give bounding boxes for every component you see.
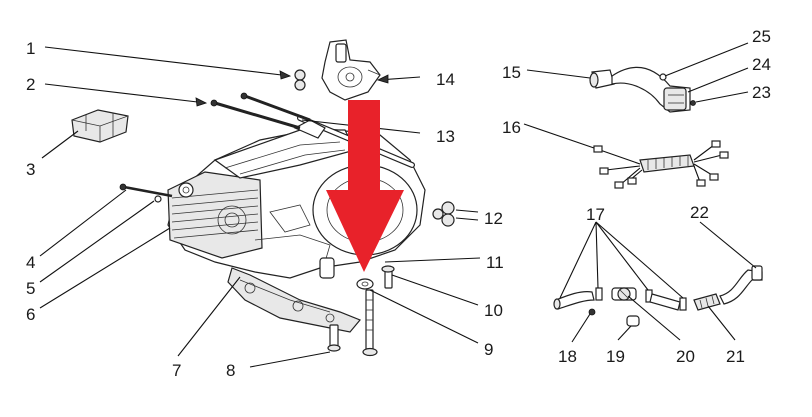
part-1-nuts xyxy=(294,69,306,91)
label-11: 11 xyxy=(486,253,504,272)
part-24-ignition-coil xyxy=(611,66,691,113)
part-number-labels: 1 2 3 4 5 6 7 8 9 10 11 12 13 14 15 16 1… xyxy=(26,27,771,380)
part-7-skid-plate xyxy=(227,267,361,333)
label-14: 14 xyxy=(436,70,455,89)
part-20-fuel-valve xyxy=(611,287,637,301)
label-10: 10 xyxy=(484,301,503,320)
part-21-fuel-filter xyxy=(693,293,721,311)
label-9: 9 xyxy=(484,340,493,359)
part-18-screw xyxy=(588,308,596,316)
part-9-long-bolt xyxy=(362,289,378,357)
label-21: 21 xyxy=(726,347,745,366)
red-down-arrow-icon xyxy=(326,100,404,272)
label-23: 23 xyxy=(752,83,771,102)
label-4: 4 xyxy=(26,253,35,272)
label-13: 13 xyxy=(436,127,455,146)
part-25-mount xyxy=(659,73,667,81)
label-22: 22 xyxy=(690,203,709,222)
label-19: 19 xyxy=(606,347,625,366)
label-18: 18 xyxy=(558,347,577,366)
part-3-rubber-mount xyxy=(71,109,129,143)
label-24: 24 xyxy=(752,55,771,74)
part-10-bolt xyxy=(381,265,395,289)
part-19-fitting xyxy=(626,315,640,327)
label-17: 17 xyxy=(586,205,605,224)
part-23-screw xyxy=(690,100,696,106)
label-8: 8 xyxy=(226,361,235,380)
part-22-fuel-hose xyxy=(719,265,763,305)
label-15: 15 xyxy=(502,63,521,82)
label-12: 12 xyxy=(484,209,503,228)
part-8-bolt xyxy=(327,324,341,352)
part-14-carburetor xyxy=(321,39,381,101)
label-2: 2 xyxy=(26,75,35,94)
part-fuel-hose-middle xyxy=(649,293,681,311)
label-25: 25 xyxy=(752,27,771,46)
label-1: 1 xyxy=(26,39,35,58)
label-16: 16 xyxy=(502,118,521,137)
part-9-washer xyxy=(356,278,374,290)
label-5: 5 xyxy=(26,279,35,298)
label-20: 20 xyxy=(676,347,695,366)
part-12-nuts xyxy=(432,201,455,227)
part-2-long-stud xyxy=(210,92,311,130)
label-6: 6 xyxy=(26,305,35,324)
part-5-washer xyxy=(154,195,162,203)
part-15-spark-plug-cap xyxy=(589,69,615,89)
label-3: 3 xyxy=(26,160,35,179)
label-7: 7 xyxy=(172,361,181,380)
part-fuel-hose-left xyxy=(553,291,595,310)
part-17-hose-clamps xyxy=(595,287,687,311)
leader-lines xyxy=(39,42,757,368)
part-4-bolt xyxy=(119,183,173,198)
part-16-wiring-harness xyxy=(593,140,729,189)
